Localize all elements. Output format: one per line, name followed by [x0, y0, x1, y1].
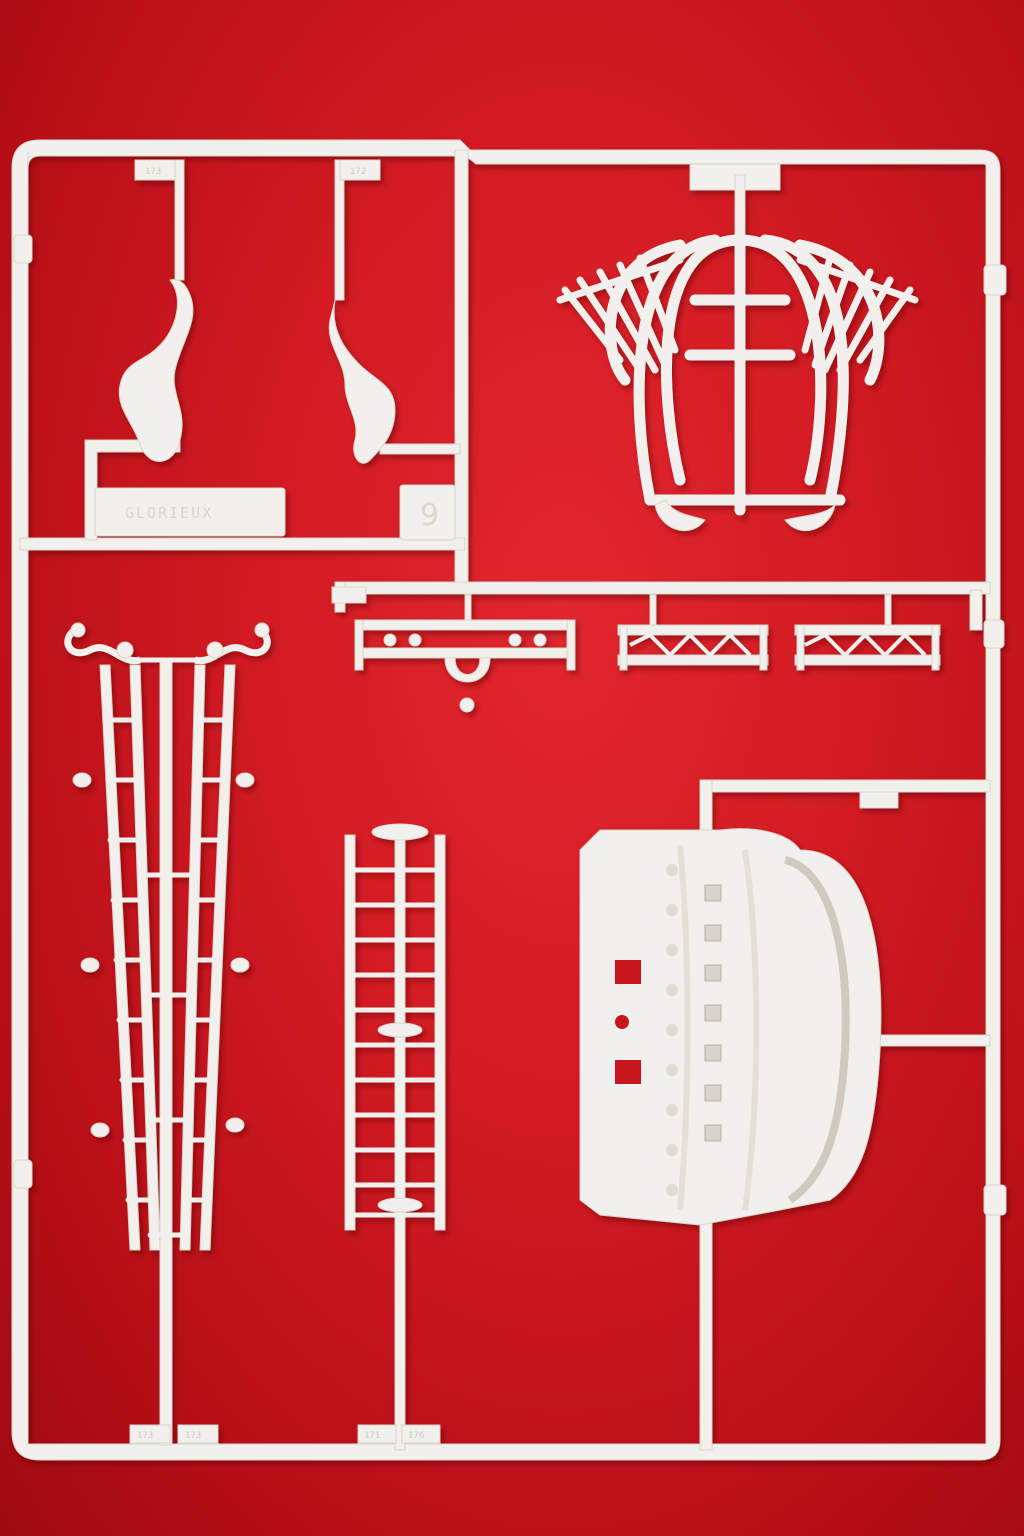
- part-number-label: 173: [137, 1431, 153, 1441]
- part-number-tab: [859, 791, 899, 809]
- frame-lug: [983, 619, 1005, 649]
- gate-figure-2: [334, 159, 345, 301]
- frame-lug: [13, 234, 33, 264]
- port-opening-upper: [615, 960, 641, 984]
- rail-part-left: [354, 594, 576, 713]
- port-opening-lower: [615, 1060, 641, 1084]
- sprue-id-tab: 9: [399, 484, 456, 541]
- runner-right-upper: [969, 589, 983, 631]
- runner-ship-bottom: [699, 1219, 713, 1451]
- part-number-tab: 173: [129, 1424, 171, 1444]
- part-number-label: 173: [145, 167, 161, 177]
- part-number-label: 172: [350, 167, 366, 177]
- name-tag-text: GLORIEUX: [125, 504, 213, 522]
- runner-gate-ship: [699, 779, 991, 793]
- stern-transom-part: [579, 828, 882, 1226]
- part-number-label: 176: [408, 1431, 424, 1441]
- gate-figure-1: [174, 159, 185, 281]
- gate-gallery: [734, 174, 746, 236]
- gallery-balustrade-left: [556, 254, 684, 374]
- frame-lug: [13, 1159, 33, 1189]
- name-tag: GLORIEUX: [94, 487, 286, 537]
- rail-part-middle: [617, 594, 769, 671]
- runner-horizontal-mid: [339, 581, 991, 595]
- shroud-ladder-tapered: [64, 622, 271, 1446]
- part-number-tab: 172: [339, 159, 381, 181]
- part-number-tab: 171: [357, 1424, 397, 1444]
- gallery-scroll-left: [654, 499, 706, 532]
- port-hole: [615, 1015, 629, 1029]
- runner-ship-right: [879, 1034, 991, 1047]
- gallery-scroll-right: [784, 503, 836, 532]
- gallery-balustrade-right: [796, 254, 919, 374]
- stern-gallery-frame: [604, 229, 885, 516]
- part-number-tab: 176: [401, 1424, 441, 1444]
- rail-part-right: [794, 594, 941, 671]
- figurehead-figure-1: [118, 279, 194, 462]
- part-number-label: 171: [364, 1431, 380, 1441]
- sprue-id-text: 9: [420, 498, 439, 533]
- frame-lug: [983, 264, 1007, 296]
- figurehead-figure-2: [328, 299, 396, 464]
- frame-lug: [983, 1184, 1007, 1216]
- runner-vertical-center: [454, 149, 469, 591]
- runner-horizontal-top: [19, 537, 466, 551]
- part-number-label: 173: [185, 1431, 201, 1441]
- part-number-tab: 173: [134, 159, 176, 181]
- runner-figure-right: [379, 443, 461, 455]
- shroud-ladder-straight: [344, 823, 446, 1451]
- part-number-tab: [331, 586, 367, 604]
- part-number-tab: 173: [177, 1424, 219, 1444]
